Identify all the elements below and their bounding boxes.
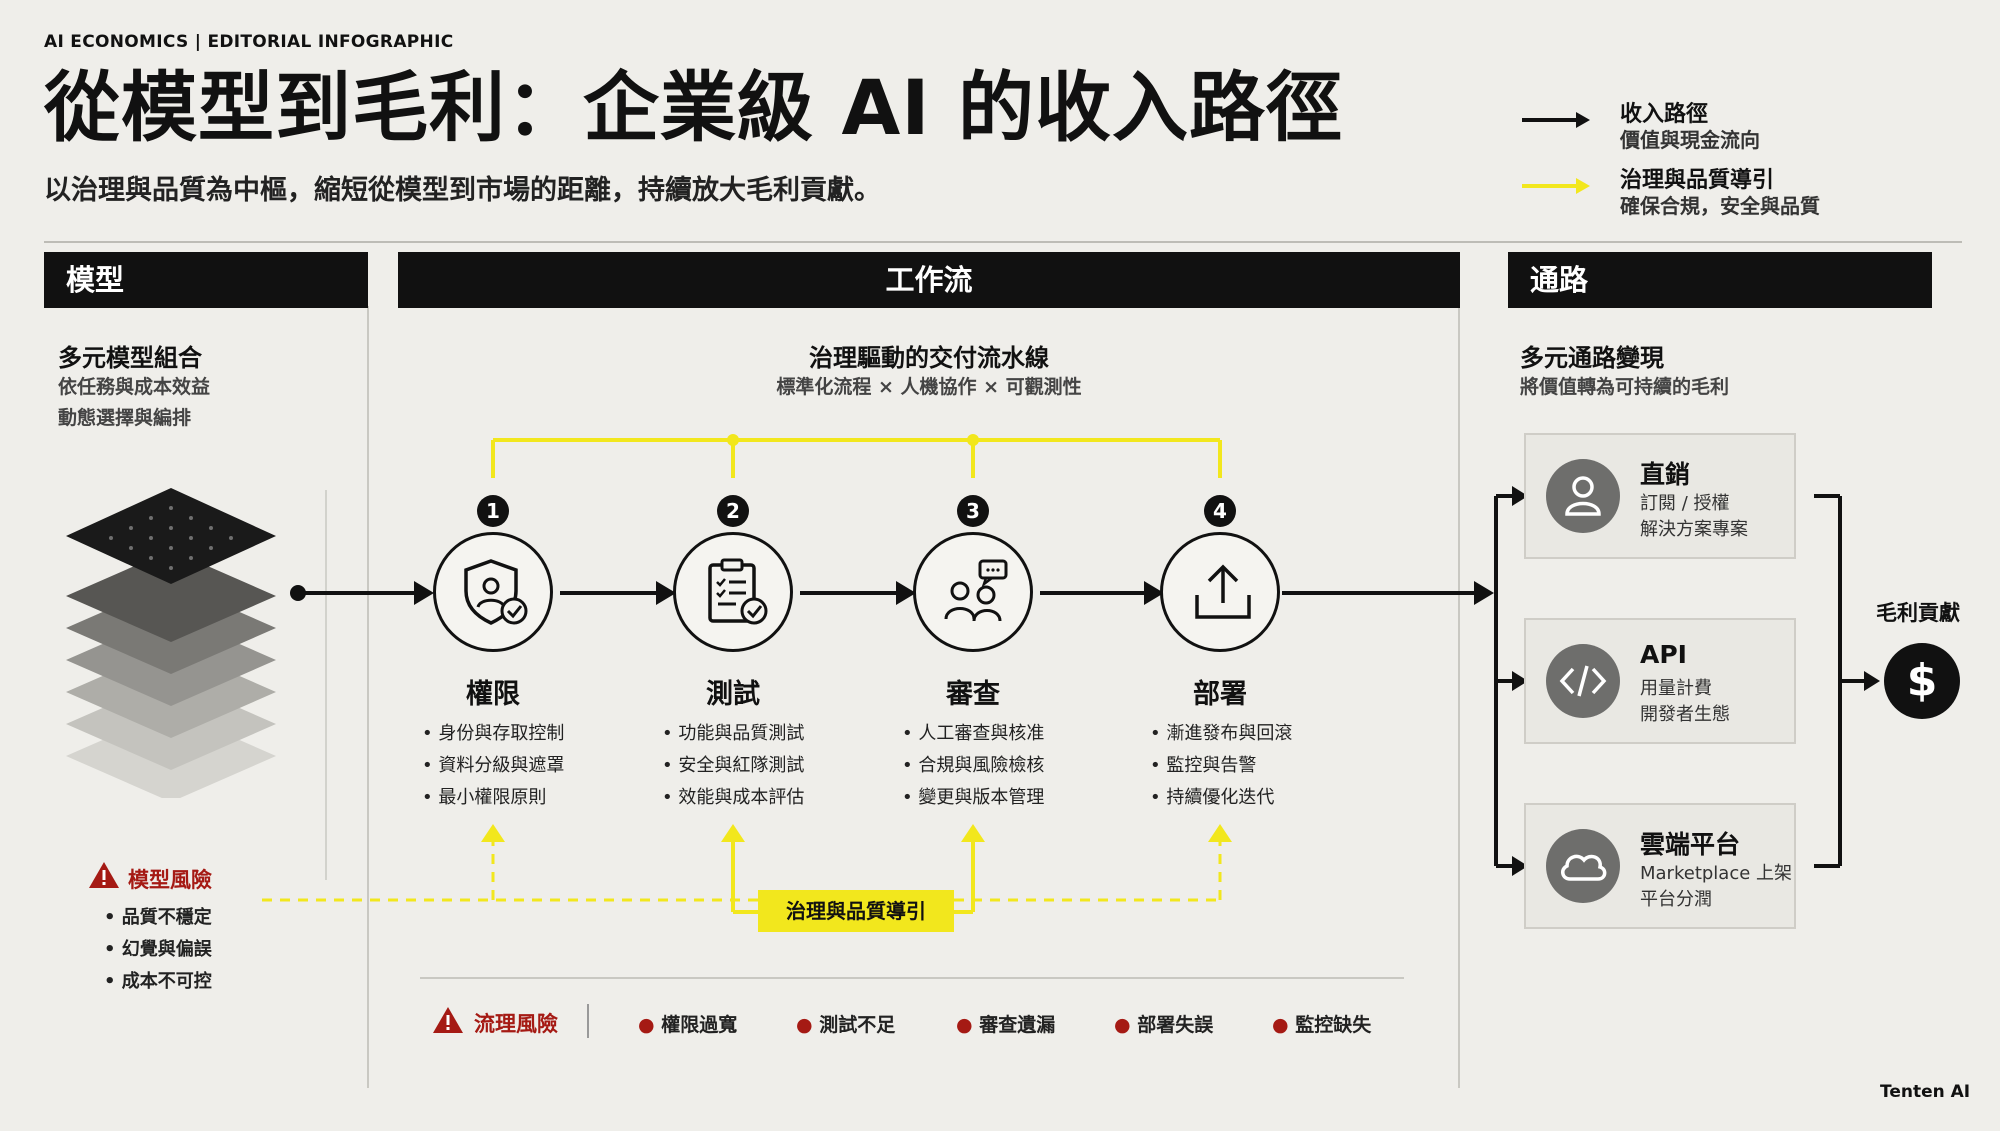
process-risk-item: ● 權限過寬: [638, 1014, 738, 1036]
step-list-item: • 合規與風險檢核: [902, 755, 1045, 776]
workflow-section-desc: 標準化流程 × 人機協作 × 可觀測性: [776, 376, 1082, 398]
margin-label: 毛利貢獻: [1876, 601, 1960, 625]
process-risk-warning-icon: [433, 1007, 463, 1033]
process-risk-item: ● 測試不足: [796, 1014, 896, 1036]
channel-desc: 訂閱 / 授權解決方案專案: [1640, 493, 1748, 540]
kicker: AI ECONOMICS | EDITORIAL INFOGRAPHIC: [44, 32, 454, 52]
header-channels: 通路: [1508, 252, 1932, 308]
legend-revenue-arrow-icon: [1522, 112, 1590, 128]
revenue-flow-arrowheads: [414, 581, 1494, 605]
channel-branch-arrowheads: [1512, 486, 1528, 876]
step-circle: [433, 532, 553, 652]
step-name: 測試: [706, 679, 760, 710]
page-title: 從模型到毛利：企業級 AI 的收入路徑: [44, 63, 1344, 152]
model-section-title: 多元模型組合: [58, 344, 202, 372]
step-circle: [913, 532, 1033, 652]
process-risk-item: ● 部署失誤: [1114, 1014, 1214, 1036]
step-list-item: • 監控與告警: [1150, 755, 1257, 776]
dollar-icon: $: [1884, 643, 1960, 719]
people-chat-icon: [944, 559, 1008, 622]
model-section-desc-2: 動態選擇與編排: [58, 407, 192, 429]
step-number-badge: 4: [1204, 495, 1236, 527]
process-risk-item: ● 審查遺漏: [956, 1014, 1056, 1036]
step-list: • 身份與存取控制 • 資料分級與遮罩 • 最小權限原則: [422, 718, 564, 814]
step-circle: [1160, 532, 1280, 652]
channel-desc: 用量計費開發者生態: [1640, 678, 1730, 725]
code-icon: [1559, 665, 1607, 697]
step-list-item: • 身份與存取控制: [422, 723, 565, 744]
cloud-icon: [1561, 854, 1607, 881]
step-list: • 人工審查與核准 • 合規與風險檢核 • 變更與版本管理: [902, 718, 1044, 814]
governance-bottom-guide: [262, 838, 1222, 902]
margin-merge: [1814, 494, 1868, 868]
step-name: 部署: [1193, 679, 1247, 710]
model-risk-item: • 品質不穩定: [104, 907, 212, 928]
step-number-badge: 3: [957, 495, 989, 527]
channel-icon-circle: [1546, 644, 1620, 718]
step-list-item: • 漸進發布與回滾: [1150, 723, 1293, 744]
process-risk-item: ● 監控缺失: [1272, 1014, 1372, 1036]
governance-top-bracket: [491, 438, 1222, 478]
legend: 收入路徑 價值與現金流向 治理與品質導引 確保合規，安全與品質: [1520, 96, 1960, 226]
legend-revenue-label: 收入路徑: [1620, 102, 1709, 127]
model-risk-item: • 幻覺與偏誤: [104, 939, 212, 960]
process-risk-title: 流理風險: [474, 1012, 558, 1036]
channel-icon-circle: [1546, 829, 1620, 903]
user-icon: [1565, 476, 1601, 516]
legend-revenue-desc: 價值與現金流向: [1620, 128, 1760, 152]
model-risk-warning-icon: [89, 862, 119, 888]
step-list-item: • 功能與品質測試: [662, 723, 805, 744]
step-name: 權限: [466, 679, 520, 710]
step-list-item: • 變更與版本管理: [902, 787, 1045, 808]
header-divider: [44, 241, 1962, 243]
channel-card-direct: 直銷 訂閱 / 授權解決方案專案: [1524, 433, 1796, 559]
channel-card-cloud: 雲端平台 Marketplace 上架平台分潤: [1524, 803, 1796, 929]
model-section-desc-1: 依任務與成本效益: [58, 376, 211, 398]
channel-card-api: API 用量計費開發者生態: [1524, 618, 1796, 744]
workflow-section-title: 治理驅動的交付流水線: [809, 344, 1049, 372]
model-risk-list: • 品質不穩定 • 幻覺與偏誤 • 成本不可控: [104, 902, 212, 998]
channels-section-desc: 將價值轉為可持續的毛利: [1520, 376, 1730, 398]
step-list: • 漸進發布與回滾 • 監控與告警 • 持續優化迭代: [1150, 718, 1292, 814]
legend-governance-desc: 確保合規，安全與品質: [1620, 194, 1820, 218]
channel-icon-circle: [1546, 459, 1620, 533]
shield-user-icon: [464, 559, 528, 625]
step-circle: [673, 532, 793, 652]
governance-up-arrowheads: [481, 824, 1232, 842]
brand-label: Tenten AI: [1880, 1082, 1971, 1102]
model-risk-title: 模型風險: [128, 868, 212, 892]
step-list-item: • 最小權限原則: [422, 787, 547, 808]
upload-icon: [1195, 564, 1251, 619]
step-number-badge: 2: [717, 495, 749, 527]
model-risk-item: • 成本不可控: [104, 971, 212, 992]
channel-title: API: [1640, 640, 1687, 669]
margin-arrowhead: [1864, 671, 1880, 691]
page-subtitle: 以治理與品質為中樞，縮短從模型到市場的距離，持續放大毛利貢獻。: [44, 175, 881, 206]
channel-title: 雲端平台: [1640, 830, 1741, 859]
clipboard-check-icon: [708, 558, 768, 625]
legend-governance-arrow-icon: [1522, 178, 1590, 194]
governance-top-dots: [727, 434, 979, 446]
channel-title: 直銷: [1640, 460, 1691, 489]
flow-start-dot: [290, 585, 306, 601]
step-list: • 功能與品質測試 • 安全與紅隊測試 • 效能與成本評估: [662, 718, 804, 814]
step-list-item: • 人工審查與核准: [902, 723, 1045, 744]
governance-bottom-solid: [731, 838, 975, 914]
channels-section-title: 多元通路變現: [1520, 344, 1664, 372]
step-name: 審查: [946, 679, 1000, 710]
step-number-badge: 1: [477, 495, 509, 527]
step-list-item: • 持續優化迭代: [1150, 787, 1275, 808]
step-list-item: • 效能與成本評估: [662, 787, 805, 808]
step-list-item: • 安全與紅隊測試: [662, 755, 805, 776]
channel-desc: Marketplace 上架平台分潤: [1640, 863, 1793, 910]
model-stack-icon: [66, 488, 276, 798]
header-model: 模型: [44, 252, 368, 308]
header-workflow: 工作流: [398, 252, 1460, 308]
step-list-item: • 資料分級與遮罩: [422, 755, 565, 776]
legend-governance-label: 治理與品質導引: [1620, 168, 1775, 193]
governance-badge: 治理與品質導引: [758, 890, 954, 932]
